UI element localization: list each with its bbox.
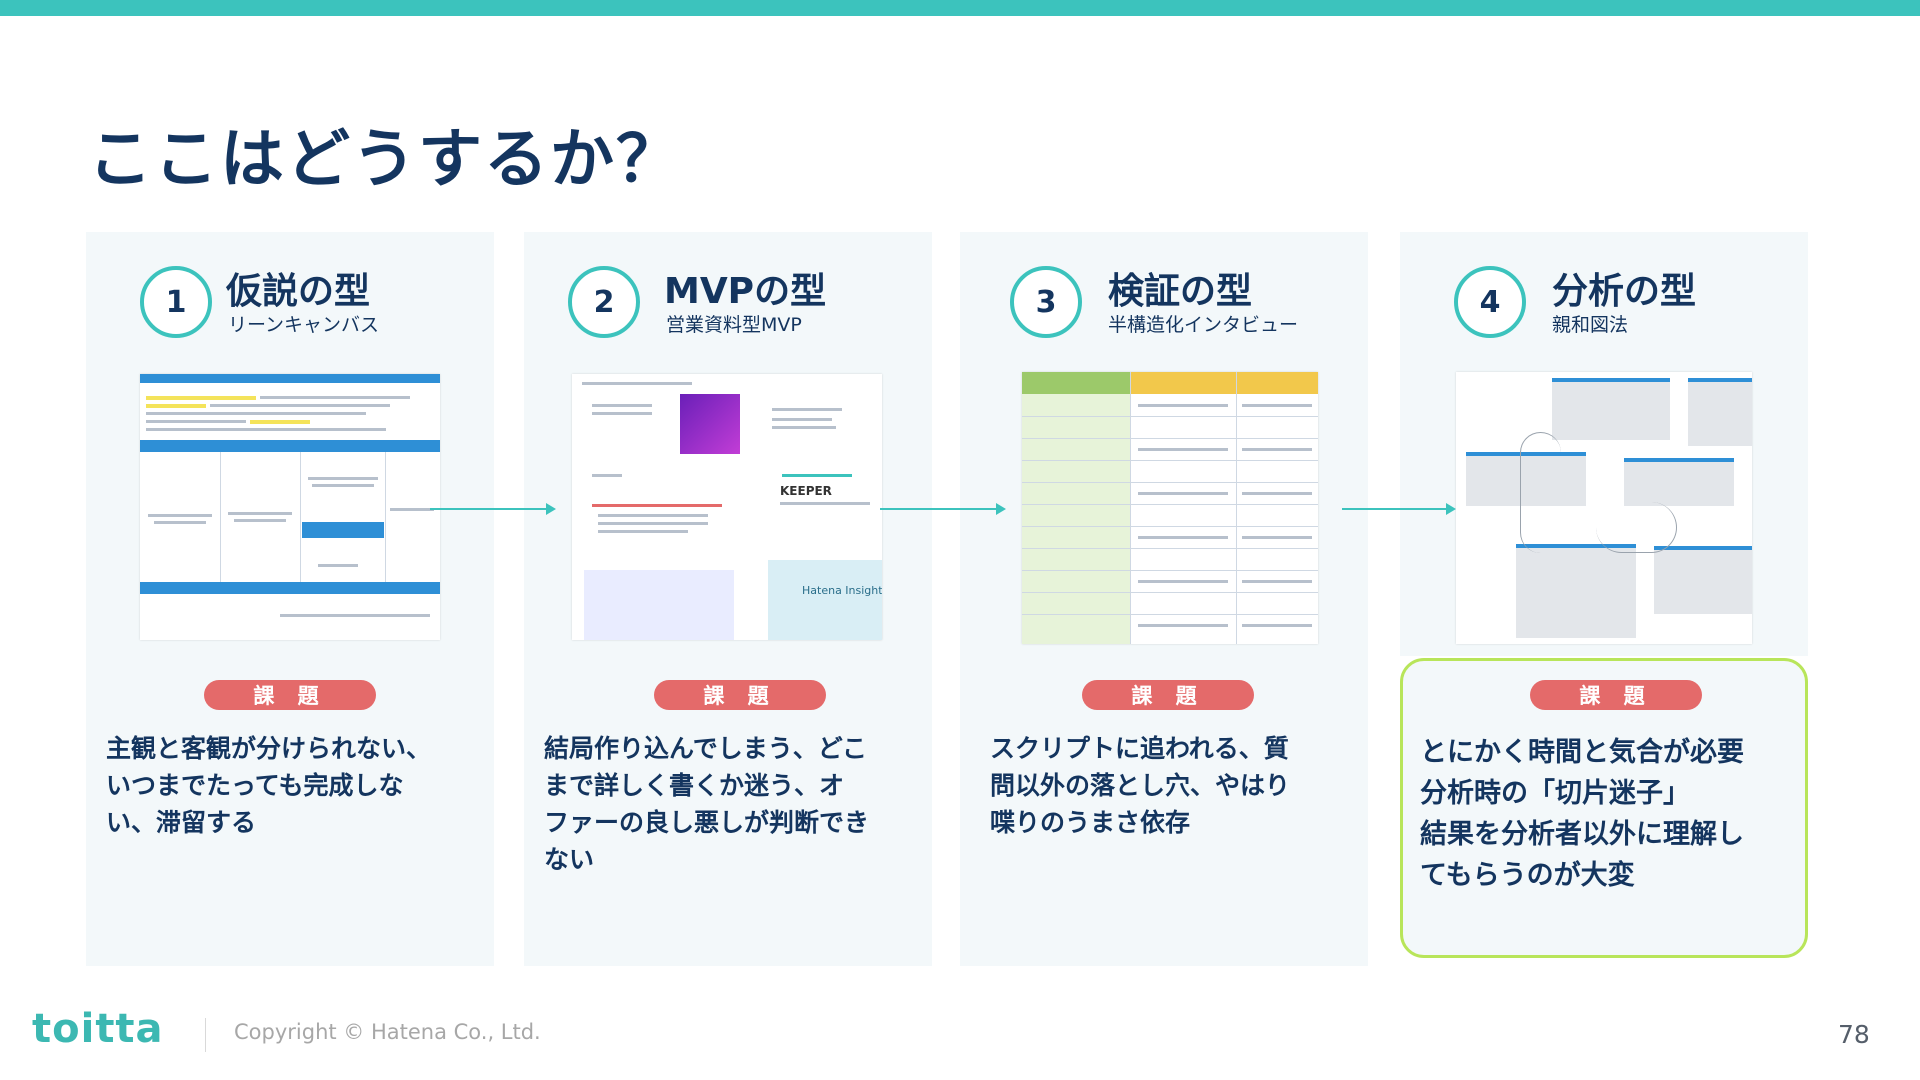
issue-tag: 課 題 <box>654 680 826 710</box>
hatena-insight-label: Hatena Insight <box>802 584 882 597</box>
card-subtitle: リーンキャンバス <box>228 314 380 336</box>
issue-text: とにかく時間と気合が必要 分析時の「切片迷子」 結果を分析者以外に理解し てもら… <box>1420 737 1744 891</box>
card-title: 検証の型 <box>1108 271 1253 312</box>
card-subtitle: 営業資料型MVP <box>666 314 802 336</box>
issue-tag: 課 題 <box>1530 680 1702 710</box>
arrow-icon <box>1342 503 1456 515</box>
step-number-1: 1 <box>140 266 212 338</box>
card-analysis: 4 分析の型 親和図法 課 題 <box>1400 232 1808 710</box>
page-number: 78 <box>1838 1020 1870 1049</box>
arrow-icon <box>880 503 1006 515</box>
step-number-4: 4 <box>1454 266 1526 338</box>
top-accent-bar <box>0 0 1920 16</box>
lean-canvas-thumbnail <box>140 374 440 640</box>
card-hypothesis: 1 仮説の型 リーンキャンバス 課 題 主観と客観が分けられない、 いつまでたっ… <box>86 232 494 966</box>
card-mvp: 2 MVPの型 営業資料型MVP KEEPER Hatena Insight 課… <box>524 232 932 966</box>
interview-sheet-thumbnail <box>1022 372 1318 644</box>
sales-material-thumbnail: KEEPER Hatena Insight <box>572 374 882 640</box>
arrow-icon <box>430 503 556 515</box>
issue-tag: 課 題 <box>1082 680 1254 710</box>
card-subtitle: 親和図法 <box>1552 314 1629 336</box>
copyright-text: Copyright © Hatena Co., Ltd. <box>234 1020 541 1044</box>
issue-text: 結局作り込んでしまう、どこ まで詳しく書くか迷う、オ ファーの良し悪しが判断でき… <box>544 734 870 874</box>
card-verification: 3 検証の型 半構造化インタビュー 課 題 スクリプトに追われる、質 問以外の落… <box>960 232 1368 966</box>
page-title: ここはどうするか？ <box>88 123 682 197</box>
step-number-2: 2 <box>568 266 640 338</box>
issue-text: 主観と客観が分けられない、 いつまでたっても完成しな い、滞留する <box>106 734 432 837</box>
card-subtitle: 半構造化インタビュー <box>1108 314 1299 336</box>
toitta-logo: toitta <box>32 1006 164 1052</box>
affinity-diagram-thumbnail <box>1456 372 1752 644</box>
issue-tag: 課 題 <box>204 680 376 710</box>
card-title: MVPの型 <box>664 271 827 312</box>
step-number-3: 3 <box>1010 266 1082 338</box>
issue-text: スクリプトに追われる、質 問以外の落とし穴、やはり 喋りのうまさ依存 <box>990 734 1291 837</box>
footer-divider <box>205 1018 206 1052</box>
keeper-label: KEEPER <box>780 484 832 498</box>
card-title: 分析の型 <box>1552 271 1697 312</box>
card-title: 仮説の型 <box>226 271 371 312</box>
